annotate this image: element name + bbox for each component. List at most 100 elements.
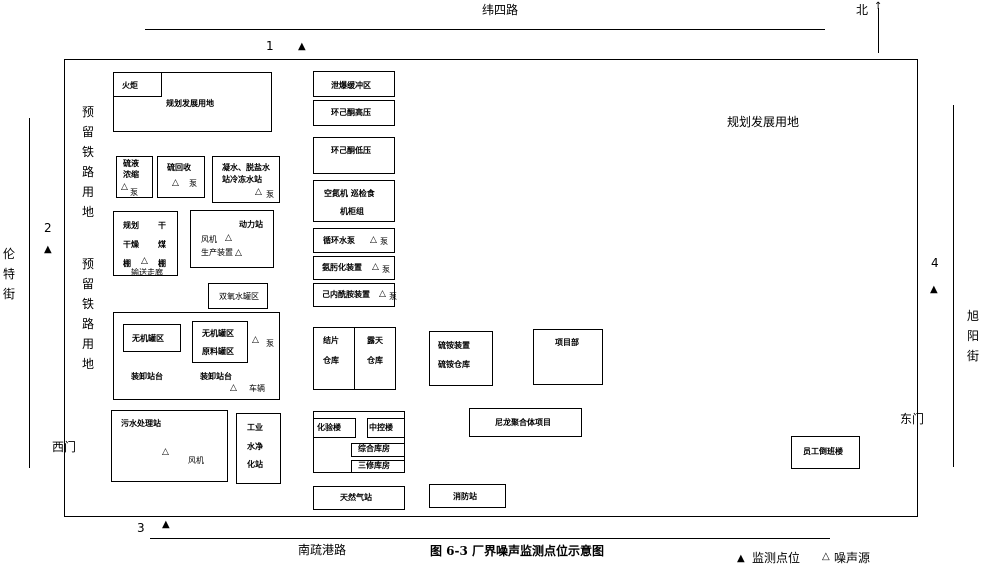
sewage-station bbox=[111, 410, 228, 482]
lab-label: 化验楼 bbox=[317, 423, 341, 432]
power-station-unit bbox=[190, 210, 274, 268]
noise-source-icon: △ bbox=[121, 182, 128, 192]
noise-source-icon: △ bbox=[230, 383, 237, 393]
west-road-label: 伦特街 bbox=[2, 247, 15, 301]
fire-station bbox=[429, 484, 506, 508]
water-station-unit bbox=[212, 156, 280, 203]
nylon-project bbox=[469, 408, 582, 437]
east-road-label: 旭阳街 bbox=[966, 309, 979, 363]
monitor-point-1-label: 1 bbox=[266, 39, 274, 53]
vehicle-label: 车辆 bbox=[249, 384, 265, 393]
south-road-label: 南疏港路 bbox=[298, 543, 347, 557]
monitor-point-3-icon: ▲ bbox=[162, 519, 170, 530]
conveyor-label: 输送走廊 bbox=[131, 268, 163, 277]
east-road-line bbox=[953, 105, 954, 467]
north-arrow-shaft bbox=[878, 8, 879, 53]
sulfur-recovery-unit bbox=[157, 156, 205, 198]
west-road-line bbox=[29, 118, 30, 468]
air-nitrogen-label-2: 机柜组 bbox=[340, 207, 364, 216]
third-warehouse-box bbox=[351, 460, 405, 473]
air-nitrogen-label-1: 空氮机 巡检食 bbox=[324, 189, 375, 198]
dryer-shed-label: 棚 bbox=[123, 259, 131, 268]
noise-source-icon: △ bbox=[370, 235, 377, 245]
south-road-line bbox=[150, 538, 830, 539]
staff-building bbox=[791, 436, 860, 469]
noise-source-icon: △ bbox=[379, 289, 386, 299]
pump-label: 泵 bbox=[382, 265, 390, 274]
dryer-shed-label: 规划 bbox=[123, 221, 139, 230]
fan-label: 风机 bbox=[201, 235, 217, 244]
torch-label: 火炬 bbox=[122, 81, 138, 90]
loading-platform-label: 装卸站台 bbox=[131, 372, 163, 381]
control-label: 中控楼 bbox=[369, 423, 393, 432]
monitor-point-3-label: 3 bbox=[137, 521, 145, 535]
noise-source-icon: △ bbox=[225, 233, 232, 243]
sewage-station-label: 污水处理站 bbox=[121, 419, 161, 428]
planned-land-east: 规划发展用地 bbox=[727, 115, 800, 129]
slice-warehouse-label: 结片 bbox=[323, 336, 339, 345]
gas-station-label: 天然气站 bbox=[340, 493, 372, 502]
loading-platform-label: 装卸站台 bbox=[200, 372, 232, 381]
east-gate-label: 东门 bbox=[900, 412, 925, 426]
industrial-water-station bbox=[236, 413, 281, 484]
ammonium-sulfate-unit bbox=[429, 331, 493, 386]
open-warehouse-label: 仓库 bbox=[367, 356, 383, 365]
dryer-shed-label: 棚 bbox=[158, 259, 166, 268]
gas-station bbox=[313, 486, 405, 510]
pump-label: 泵 bbox=[266, 190, 274, 199]
dryer-shed-unit bbox=[113, 211, 178, 276]
noise-source-icon: △ bbox=[172, 178, 179, 188]
industrial-water-label: 水净 bbox=[247, 442, 263, 451]
raw-tank-box bbox=[192, 321, 248, 363]
dryer-shed-label: 煤 bbox=[158, 240, 166, 249]
north-road-label: 纬四路 bbox=[482, 3, 519, 17]
third-warehouse-label: 三修库房 bbox=[358, 461, 390, 470]
lab-box bbox=[313, 418, 356, 438]
reserved-rail-land-lower: 预留铁路用地 bbox=[81, 257, 94, 371]
pump-label: 泵 bbox=[380, 237, 388, 246]
project-dept bbox=[533, 329, 603, 385]
inorganic-tank-label: 无机罐区 bbox=[132, 334, 164, 343]
control-box bbox=[367, 418, 405, 438]
project-dept-label: 项目部 bbox=[555, 338, 579, 347]
noise-source-icon: △ bbox=[141, 256, 148, 266]
north-arrow-head-icon: ↑ bbox=[874, 1, 883, 12]
pump-label: 泵 bbox=[266, 339, 274, 348]
legend-monitor-label: 监测点位 bbox=[752, 551, 801, 565]
pump-label: 泵 bbox=[130, 188, 138, 197]
reserved-rail-land-upper: 预留铁路用地 bbox=[81, 105, 94, 219]
waste-liquid-label-1: 硫液 bbox=[123, 159, 139, 168]
open-warehouse-label: 露天 bbox=[367, 336, 383, 345]
production-device-label: 生产装置 bbox=[201, 248, 233, 257]
warehouse-divider bbox=[354, 327, 355, 390]
planned-dev-label: 规划发展用地 bbox=[166, 99, 214, 108]
monitor-point-4-label: 4 bbox=[931, 256, 939, 270]
ammonium-sulfate-label-2: 硫铵仓库 bbox=[438, 360, 470, 369]
caprolactam-label: 己内酰胺装置 bbox=[322, 290, 370, 299]
monitor-point-4-icon: ▲ bbox=[930, 284, 938, 295]
legend-monitor-icon: ▲ bbox=[737, 553, 745, 564]
industrial-water-label: 化站 bbox=[247, 460, 263, 469]
cyclohexanone-high bbox=[313, 100, 395, 126]
pump-label: 泵 bbox=[389, 292, 397, 301]
north-label: 北 bbox=[856, 3, 869, 17]
raw-tank-label-2: 原料罐区 bbox=[202, 347, 234, 356]
ammonium-sulfate-label-1: 硫铵装置 bbox=[438, 341, 470, 350]
gas-tank-area bbox=[208, 283, 268, 309]
noise-source-icon: △ bbox=[162, 447, 169, 457]
cyclohexanone-low-label: 环己酮低压 bbox=[331, 146, 371, 155]
integrated-warehouse-box bbox=[351, 443, 405, 457]
noise-source-icon: △ bbox=[235, 248, 242, 258]
legend-noise-label: 噪声源 bbox=[834, 551, 871, 565]
site-boundary bbox=[64, 59, 918, 517]
waste-liquid-unit bbox=[116, 156, 153, 198]
waste-liquid-label-2: 浓缩 bbox=[123, 170, 139, 179]
water-station-label-1: 凝水、脱盐水 bbox=[222, 163, 270, 172]
legend-noise-icon: △ bbox=[822, 551, 830, 562]
dryer-shed-label: 干燥 bbox=[123, 240, 139, 249]
noise-source-icon: △ bbox=[372, 262, 379, 272]
monitor-point-1-icon: ▲ bbox=[298, 41, 306, 52]
circulating-pump-label: 循环水泵 bbox=[323, 236, 355, 245]
noise-source-icon: △ bbox=[255, 187, 262, 197]
raw-tank-label-1: 无机罐区 bbox=[202, 329, 234, 338]
